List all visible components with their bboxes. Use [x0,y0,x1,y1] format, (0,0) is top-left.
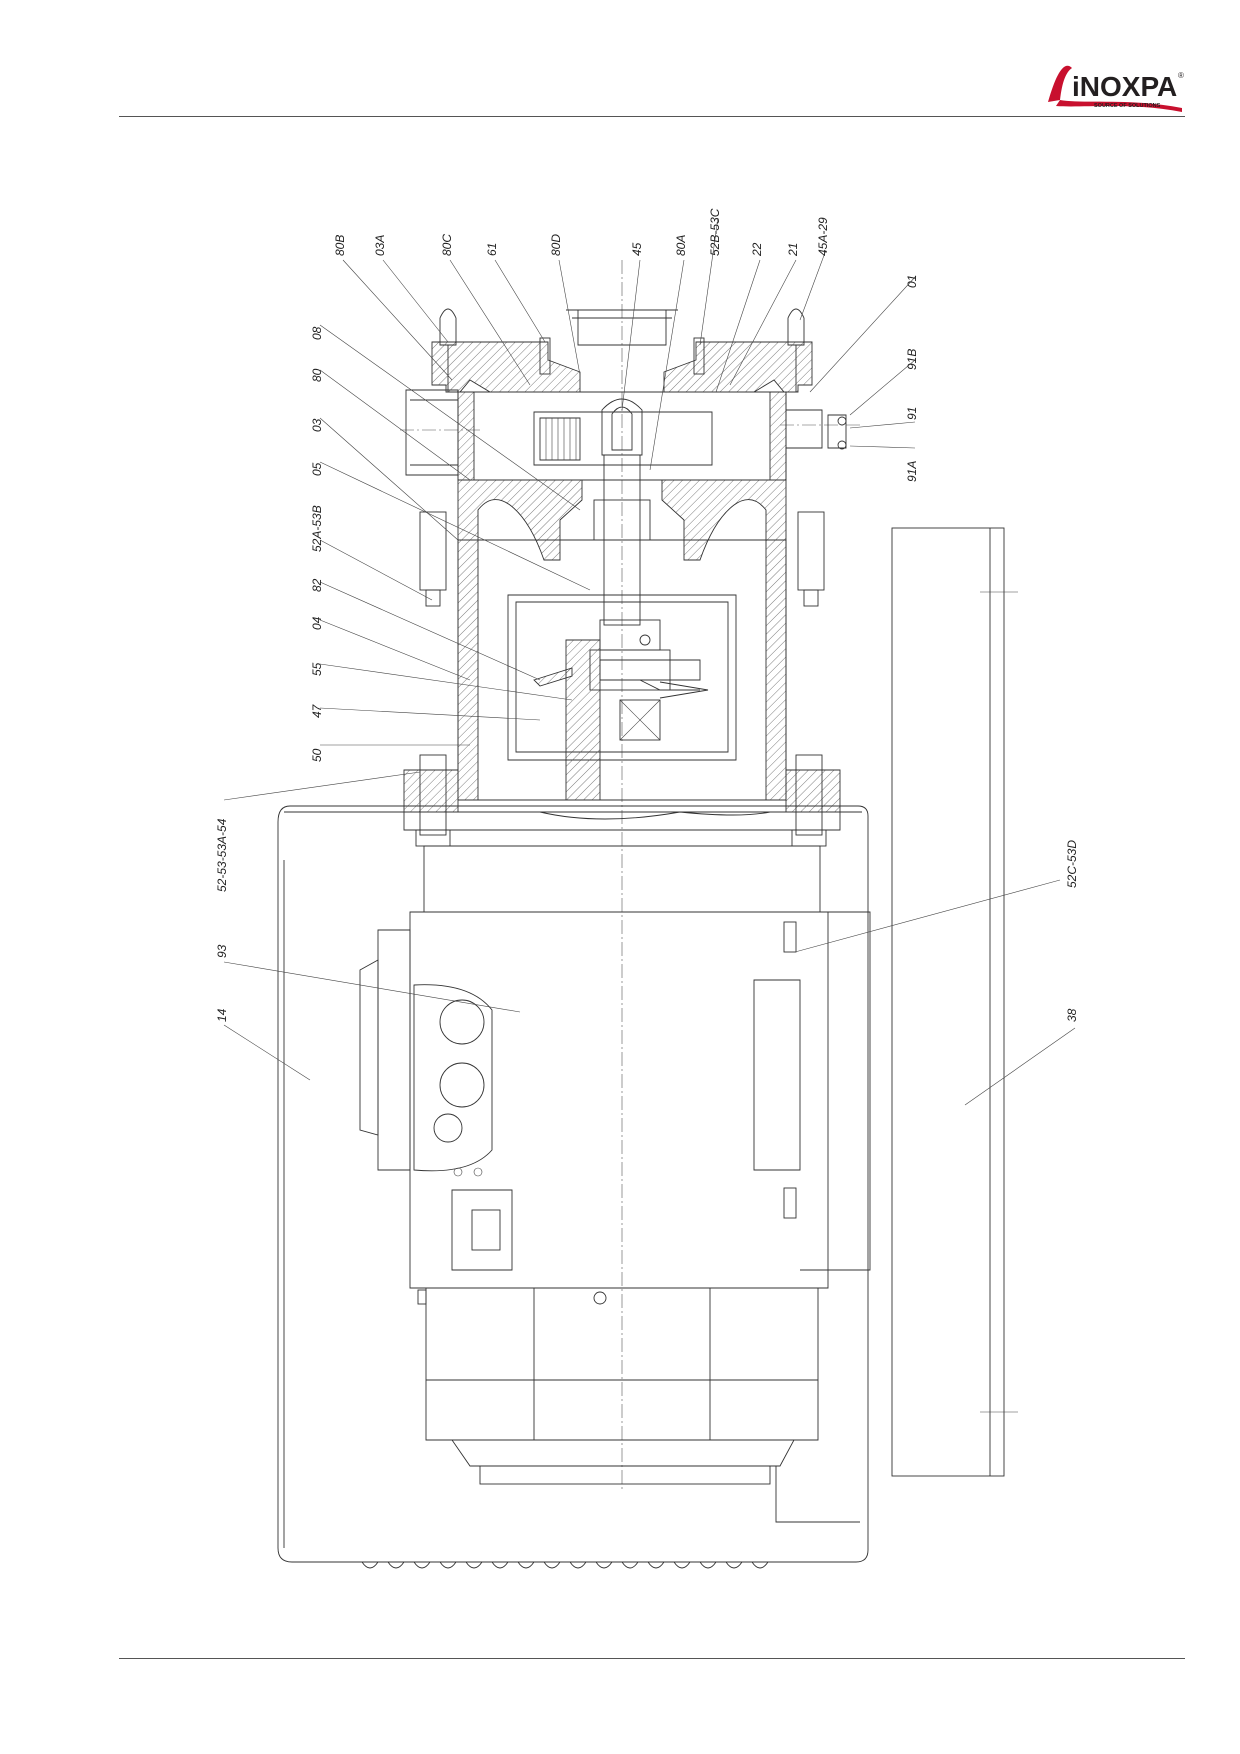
inoxpa-logo-mark: iNOXPA ® SOURCE OF SOLUTIONS [1048,65,1184,112]
motor-flange [403,754,841,847]
callout-52A-53B: 52A-53B [310,505,324,552]
lantern [457,539,787,801]
callout-80D: 80D [549,234,563,256]
callout-52-53-53A-54: 52-53-53A-54 [215,818,229,892]
callout-80A: 80A [674,235,688,256]
callout-38: 38 [1065,1008,1079,1022]
callout-52B-53C: 52B-53C [708,208,722,256]
callout-14: 14 [215,1008,229,1022]
callout-21: 21 [786,243,800,257]
callout-50: 50 [310,748,324,762]
pump-cover [431,308,813,393]
inoxpa-logo: iNOXPA ® SOURCE OF SOLUTIONS [1042,56,1187,114]
callout-05: 05 [310,462,324,476]
callout-55: 55 [310,662,324,676]
brand-tagline: SOURCE OF SOLUTIONS [1094,103,1161,109]
callout-93: 93 [215,944,229,958]
registered-mark: ® [1178,71,1184,80]
brand-name: iNOXPA [1072,71,1177,102]
base-plate [891,527,1018,1477]
callout-91B: 91B [905,349,919,370]
shaft [589,454,671,691]
callout-80C: 80C [440,234,454,256]
callout-45: 45 [630,242,644,256]
pump-casing [405,389,847,481]
callout-82: 82 [310,578,324,592]
callout-labels: 80B 03A 80C 61 80D 45 80A 52B-53C 22 21 … [215,208,1079,1022]
callout-91: 91 [905,407,919,420]
electric-motor [359,845,871,1485]
motor-shroud [277,805,869,1569]
callout-03A: 03A [373,235,387,256]
callout-45A-29: 45A-29 [816,217,830,256]
callout-80: 80 [310,368,324,382]
callout-22: 22 [750,242,764,257]
callout-52C-53D: 52C-53D [1065,840,1079,888]
callout-80B: 80B [333,235,347,256]
leader-lines [223,217,1076,1106]
footer-rule [119,1658,1185,1659]
callout-47: 47 [310,703,324,718]
callout-04: 04 [310,616,324,630]
callout-08: 08 [310,326,324,340]
header-rule [119,116,1185,117]
callout-91A: 91A [905,461,919,482]
callout-01: 01 [905,275,919,288]
callout-61: 61 [485,243,499,256]
callout-03: 03 [310,418,324,432]
